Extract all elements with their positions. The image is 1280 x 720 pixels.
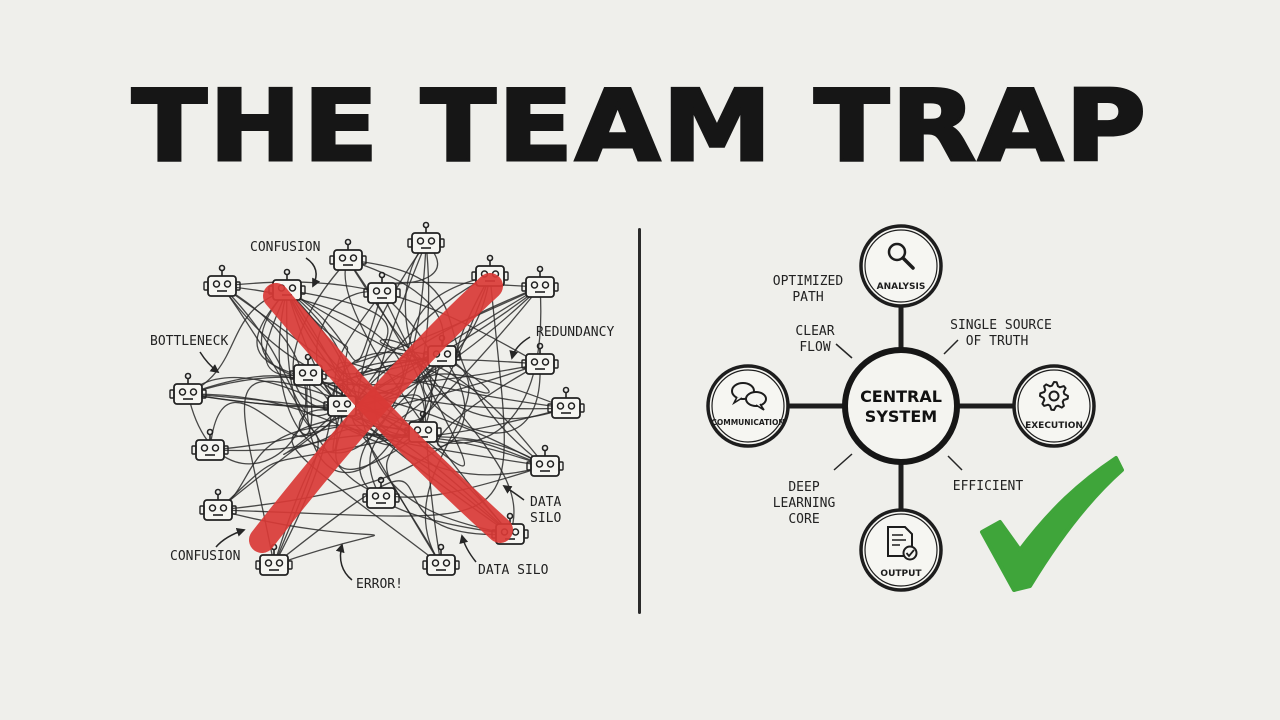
hub-spokes [785, 303, 1017, 513]
label-confusion-bottom: CONFUSION [170, 549, 240, 564]
robot-icon [521, 265, 559, 298]
label-redundancy: REDUNDANCY [536, 325, 614, 340]
label-clear-1: CLEAR [795, 324, 834, 339]
green-check-mark [980, 456, 1124, 592]
magnifier-icon [887, 242, 915, 270]
output-node: OUTPUT [859, 508, 943, 592]
right-annotations: OPTIMIZED PATH CLEAR FLOW SINGLE SOURCE … [773, 274, 1052, 527]
robot-icon [407, 221, 445, 254]
label-deep-1: DEEP [788, 480, 819, 495]
tangle-arrow [272, 480, 511, 566]
label-clear-2: FLOW [799, 340, 830, 355]
tangle-arrow [437, 355, 542, 447]
execution-node: EXECUTION [1012, 364, 1096, 448]
label-bottleneck: BOTTLENECK [150, 334, 228, 349]
label-optimized-2: PATH [792, 290, 823, 305]
tangle-arrow [285, 289, 490, 394]
label-single-2: OF TRUTH [966, 334, 1029, 349]
robot-icon [422, 543, 460, 576]
tangle-arrow [424, 355, 470, 566]
left-annotations: CONFUSION BOTTLENECK REDUNDANCY DATA SIL… [150, 240, 614, 592]
analysis-label: ANALYSIS [877, 282, 926, 292]
label-deep-3: CORE [788, 512, 819, 527]
robot-icon [203, 264, 241, 297]
robot-icon [329, 238, 367, 271]
page-title: THE TEAM TRAP [130, 70, 1149, 184]
tangle-arrow [286, 289, 383, 362]
speech-bubbles-icon [731, 382, 767, 411]
label-single-1: SINGLE SOURCE [950, 318, 1052, 333]
central-label-line1: CENTRAL [860, 387, 942, 406]
robot-icon [199, 488, 237, 521]
communication-label: COMMUNICATION [711, 418, 784, 427]
label-data-silo-right-2: SILO [530, 511, 561, 526]
label-confusion-top: CONFUSION [250, 240, 320, 255]
robot-icon [363, 271, 401, 304]
document-check-icon [887, 526, 918, 561]
robot-icon [521, 342, 559, 375]
robot-icon [547, 386, 585, 419]
label-data-silo-bottom: DATA SILO [478, 563, 549, 578]
label-optimized-1: OPTIMIZED [773, 274, 844, 289]
tangle-arrow [217, 509, 376, 566]
output-label: OUTPUT [880, 569, 922, 579]
tangle-arrow [217, 429, 425, 511]
label-data-silo-right-1: DATA [530, 495, 561, 510]
execution-label: EXECUTION [1025, 421, 1083, 431]
red-cross-mark [249, 273, 513, 553]
label-efficient: EFFICIENT [953, 479, 1024, 494]
label-error: ERROR! [356, 577, 403, 592]
tangle-arrow [335, 351, 546, 467]
robot-icon [169, 372, 207, 405]
analysis-node: ANALYSIS [859, 224, 943, 308]
tangle-arrow [209, 373, 313, 451]
central-label-line2: SYSTEM [865, 407, 937, 426]
gear-icon [1039, 381, 1069, 411]
communication-node: COMMUNICATION [706, 364, 790, 448]
label-deep-2: LEARNING [773, 496, 836, 511]
center-divider [638, 228, 641, 614]
central-system-node: CENTRAL SYSTEM [842, 347, 960, 465]
robot-icon [191, 428, 229, 461]
